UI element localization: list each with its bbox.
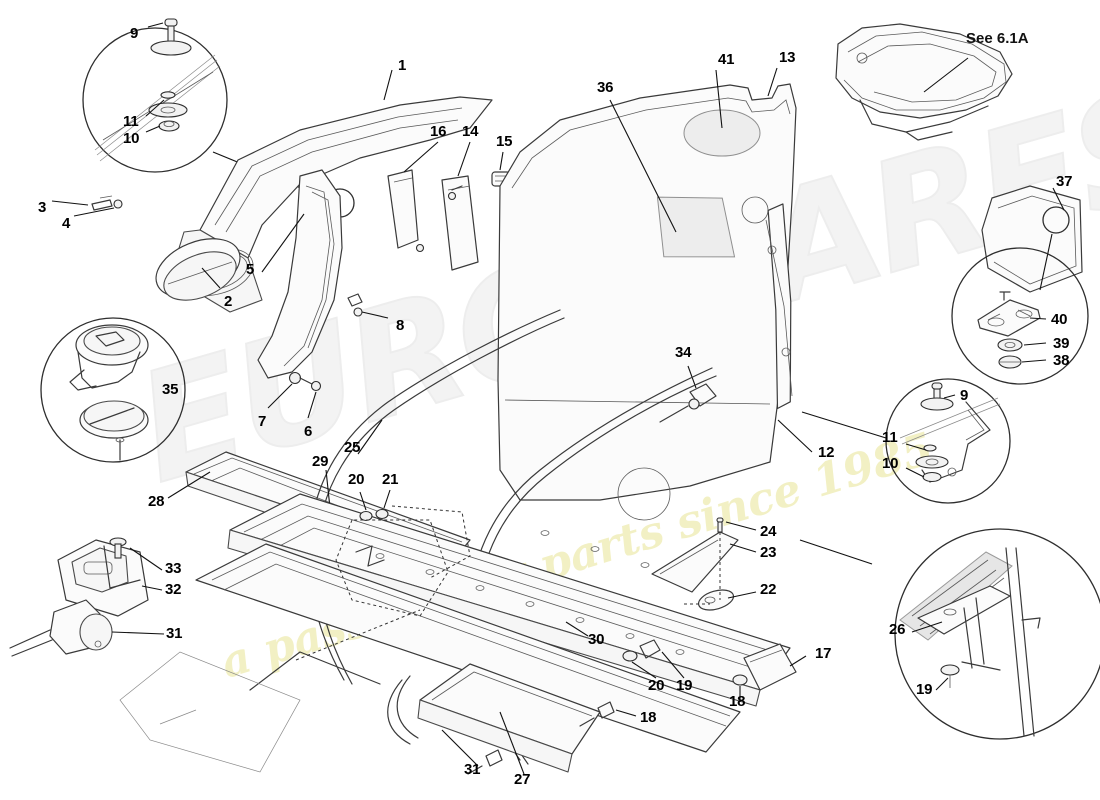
callout-31: 31 — [166, 625, 183, 642]
part-31-latch — [9, 599, 113, 657]
part-17-bracket — [732, 643, 797, 691]
callout-25: 25 — [344, 439, 361, 456]
callout-30: 30 — [588, 631, 605, 648]
part-see-6-1a — [835, 23, 1013, 141]
fastener-8 — [347, 293, 363, 317]
detail-circle-left-lock — [40, 317, 186, 463]
callout-11-right: 11 — [882, 429, 898, 446]
fastener-9 — [150, 18, 192, 56]
part-18-screws — [467, 701, 615, 775]
callout-32: 32 — [165, 581, 182, 598]
callout-41: 41 — [718, 51, 735, 68]
callout-24: 24 — [760, 523, 777, 540]
callout-12: 12 — [818, 444, 835, 461]
detail-circle-right-mid — [885, 378, 1011, 504]
part-27-cover — [417, 663, 601, 773]
callout-8: 8 — [396, 317, 405, 334]
detail-circle-top-left — [82, 18, 228, 173]
callout-15: 15 — [496, 133, 513, 150]
callout-23: 23 — [760, 544, 777, 561]
callout-18-left: 18 — [640, 709, 657, 726]
part-24-screw — [716, 517, 724, 533]
carpet-outline — [119, 651, 301, 773]
part-35-lock — [69, 324, 149, 461]
part-16-trim — [387, 169, 419, 249]
callout-6: 6 — [304, 423, 313, 440]
callout-10-right: 10 — [882, 455, 899, 472]
callout-7: 7 — [258, 413, 267, 430]
part-12-strut — [765, 203, 793, 410]
callout-37: 37 — [1056, 173, 1073, 190]
part-41-pad — [683, 109, 761, 157]
callout-16: 16 — [430, 123, 447, 140]
callout-34: 34 — [675, 344, 692, 361]
washer-11b — [148, 102, 188, 118]
callout-10: 10 — [123, 130, 140, 147]
callout-11: 11 — [123, 113, 139, 130]
callout-4: 4 — [62, 215, 71, 232]
callout-26: 26 — [889, 621, 906, 638]
callout-5: 5 — [246, 261, 255, 278]
callout-36: 36 — [597, 79, 614, 96]
part-22-bracket — [697, 589, 735, 611]
washer-11b-right — [915, 455, 949, 469]
part-13-side-panel — [497, 83, 797, 521]
callout-39: 39 — [1053, 335, 1070, 352]
part-37-pad — [981, 185, 1083, 293]
callout-20: 20 — [648, 677, 665, 694]
callout-28: 28 — [148, 493, 165, 510]
callout-9: 9 — [130, 25, 139, 42]
callout-18-right: 18 — [729, 693, 746, 710]
callout-20-upper: 20 — [348, 471, 365, 488]
washer-11 — [160, 91, 176, 99]
part-31-carpet-edge — [249, 651, 419, 745]
part-3-4-fasteners — [91, 195, 123, 211]
callout-19-detail: 19 — [916, 681, 933, 698]
parts-20-21-group — [295, 505, 471, 661]
callout-13: 13 — [779, 49, 796, 66]
nut-10 — [158, 120, 180, 132]
bracket-40 — [977, 299, 1041, 337]
part-2-handle-insert — [155, 238, 241, 301]
callout-29: 29 — [312, 453, 329, 470]
callout-31-lower: 31 — [464, 761, 481, 778]
fasteners-6-7 — [288, 371, 322, 392]
callout-19: 19 — [676, 677, 693, 694]
callout-38: 38 — [1053, 352, 1070, 369]
part-23-panel — [651, 531, 739, 593]
part-36-pad — [656, 196, 736, 258]
washer-39 — [997, 338, 1023, 352]
callout-14: 14 — [462, 123, 479, 140]
detail-circle-37-parts — [951, 247, 1089, 385]
callout-35: 35 — [162, 381, 179, 398]
part-33-screw — [109, 537, 127, 559]
callout-40: 40 — [1051, 311, 1068, 328]
see-reference-label: See 6.1A — [966, 30, 1029, 47]
part-32-33-striker — [9, 537, 149, 657]
callout-17: 17 — [815, 645, 832, 662]
callout-3: 3 — [38, 199, 47, 216]
callout-27: 27 — [514, 771, 531, 788]
part-34-cable-fitting — [659, 383, 717, 423]
callout-21: 21 — [382, 471, 399, 488]
callout-1: 1 — [398, 57, 407, 74]
callout-9-right: 9 — [960, 387, 969, 404]
fasteners-19-20-lower — [622, 639, 661, 662]
nut-10-right — [922, 471, 942, 483]
nut-19 — [940, 664, 960, 676]
part-14-bracket — [415, 175, 479, 271]
callout-2: 2 — [224, 293, 233, 310]
callout-33: 33 — [165, 560, 182, 577]
washer-11-right — [923, 444, 937, 452]
callout-22: 22 — [760, 581, 777, 598]
detail-circle-right-lower — [894, 528, 1100, 740]
part-5-pillar-trim — [257, 169, 343, 379]
fastener-9-right — [920, 382, 954, 411]
